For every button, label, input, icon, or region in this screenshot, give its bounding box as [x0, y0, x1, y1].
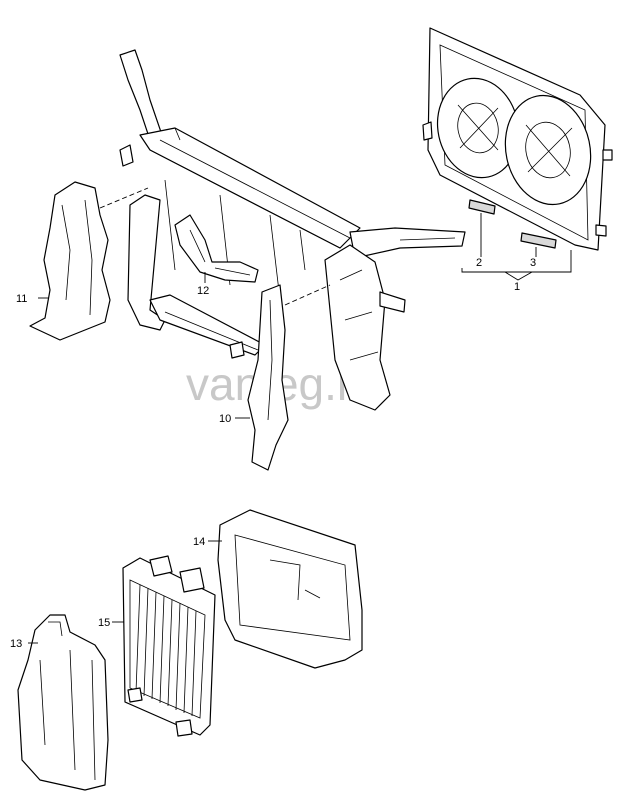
part-11-air-guide	[29, 181, 111, 341]
front-carrier-assembly	[119, 49, 466, 411]
part-10-air-guide	[247, 284, 289, 471]
part-2-pad	[468, 199, 496, 215]
part-14-air-guide	[217, 509, 363, 669]
bracket-1	[461, 268, 572, 273]
leader-1-b	[504, 271, 533, 281]
assembly-line-10	[284, 284, 331, 306]
part-3-pad	[520, 232, 557, 249]
callout-3: 3	[530, 257, 536, 269]
callout-15: 15	[98, 617, 110, 629]
callout-11: 11	[16, 293, 27, 305]
part-13-cover	[17, 614, 109, 791]
radiator-fins	[135, 584, 197, 717]
part-12-air-guide	[174, 214, 259, 283]
callout-14: 14	[193, 536, 205, 548]
callout-1: 1	[514, 281, 520, 293]
callout-13: 13	[10, 638, 22, 650]
callout-12: 12	[197, 285, 209, 297]
callout-2: 2	[476, 257, 482, 269]
part-15-radiator	[122, 555, 216, 737]
assembly-line-11	[99, 187, 149, 209]
callout-10: 10	[219, 413, 231, 425]
part-1-fan-shroud	[422, 27, 613, 251]
